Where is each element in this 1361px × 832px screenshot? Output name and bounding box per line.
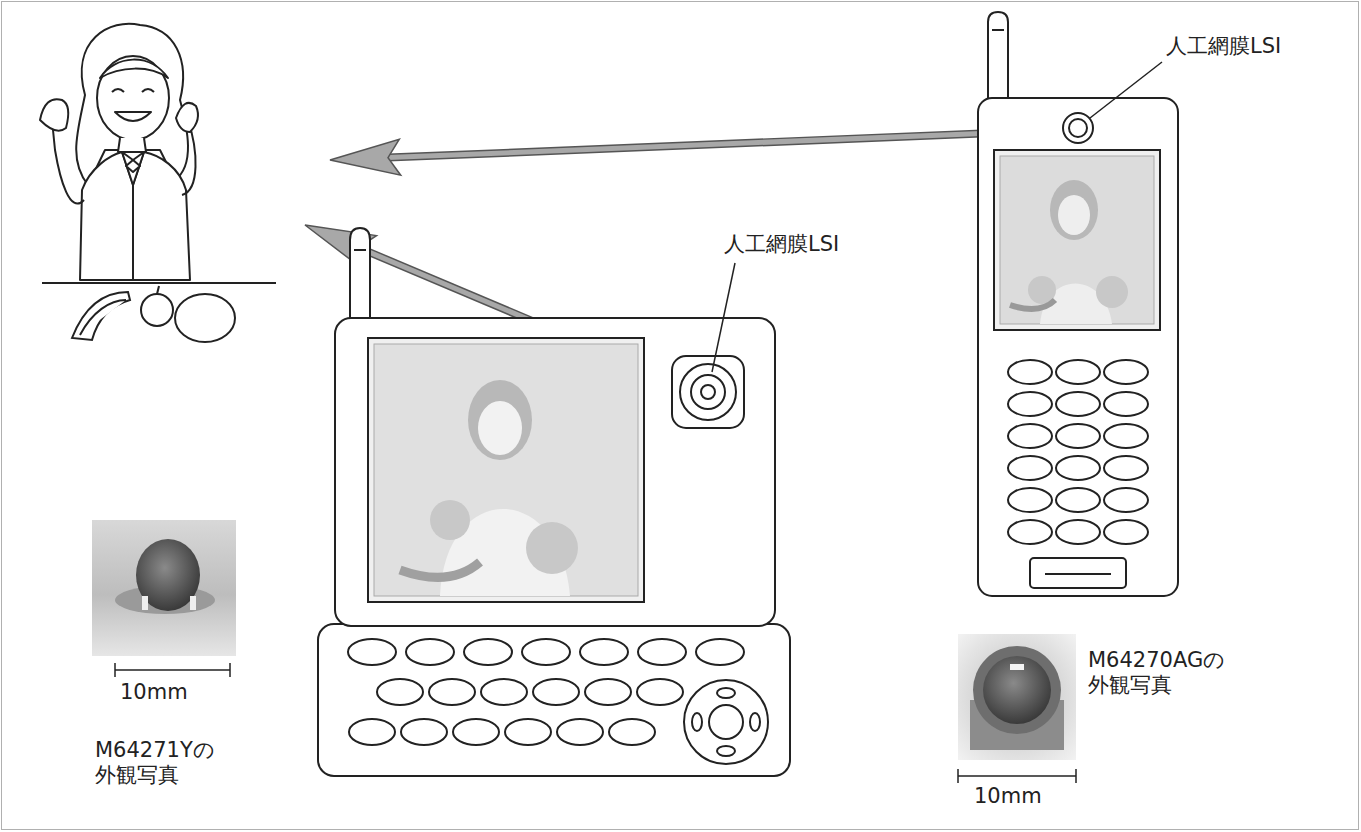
- arrow: [330, 130, 1068, 175]
- leader-line: [712, 263, 735, 372]
- callout-label: 人工網膜LSI: [724, 232, 839, 257]
- chip-photo: [958, 634, 1076, 760]
- callout-label: 人工網膜LSI: [1166, 34, 1281, 59]
- scale-label: 10mm: [974, 784, 1042, 809]
- scale-label: 10mm: [120, 680, 188, 705]
- scale-bar: [115, 663, 230, 677]
- chip-photo: [92, 520, 236, 656]
- woman-illustration: [40, 24, 198, 280]
- caption-label: M64270AGの 外観写真: [1088, 648, 1225, 698]
- table-line: [42, 282, 276, 284]
- leader-line: [1090, 62, 1162, 118]
- phone-illustration: [978, 12, 1178, 596]
- caption-label: M64271Yの 外観写真: [95, 738, 215, 788]
- phone-illustration: [318, 228, 790, 776]
- fruit-illustration: [72, 286, 235, 342]
- scale-bar: [958, 769, 1076, 783]
